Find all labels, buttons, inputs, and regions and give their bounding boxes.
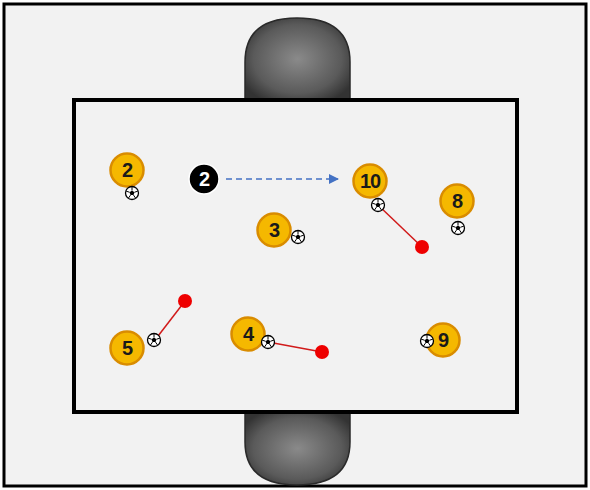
goal	[245, 18, 350, 100]
player-marker: 3	[256, 212, 292, 248]
pass-arrow	[226, 178, 338, 180]
soccer-ball	[372, 199, 385, 212]
player-number: 10	[360, 171, 380, 191]
target-dot	[315, 345, 329, 359]
soccer-ball	[126, 187, 139, 200]
player-marker: 5	[109, 330, 145, 366]
dribble-line	[155, 301, 185, 340]
dribble-line	[268, 342, 322, 352]
player-marker: 2	[109, 152, 145, 188]
player-number: 3	[269, 220, 279, 240]
dribble-line	[378, 205, 422, 247]
player-number: 4	[243, 324, 253, 344]
player-number: 9	[438, 330, 448, 350]
playing-field	[74, 100, 517, 412]
player-marker: 4	[230, 316, 266, 352]
soccer-ball	[148, 334, 161, 347]
soccer-ball	[292, 231, 305, 244]
coach-marker: 2	[188, 163, 220, 195]
player-number: 5	[122, 338, 132, 358]
player-number: 8	[452, 191, 462, 211]
player-marker: 10	[352, 163, 388, 199]
goal	[245, 412, 350, 485]
outer-area	[4, 4, 586, 486]
player-marker: 9	[425, 322, 461, 358]
target-dot	[415, 240, 429, 254]
player-marker: 8	[439, 183, 475, 219]
soccer-ball	[452, 222, 465, 235]
target-dot	[178, 294, 192, 308]
player-number: 2	[122, 160, 132, 180]
player-number: 2	[199, 169, 209, 189]
